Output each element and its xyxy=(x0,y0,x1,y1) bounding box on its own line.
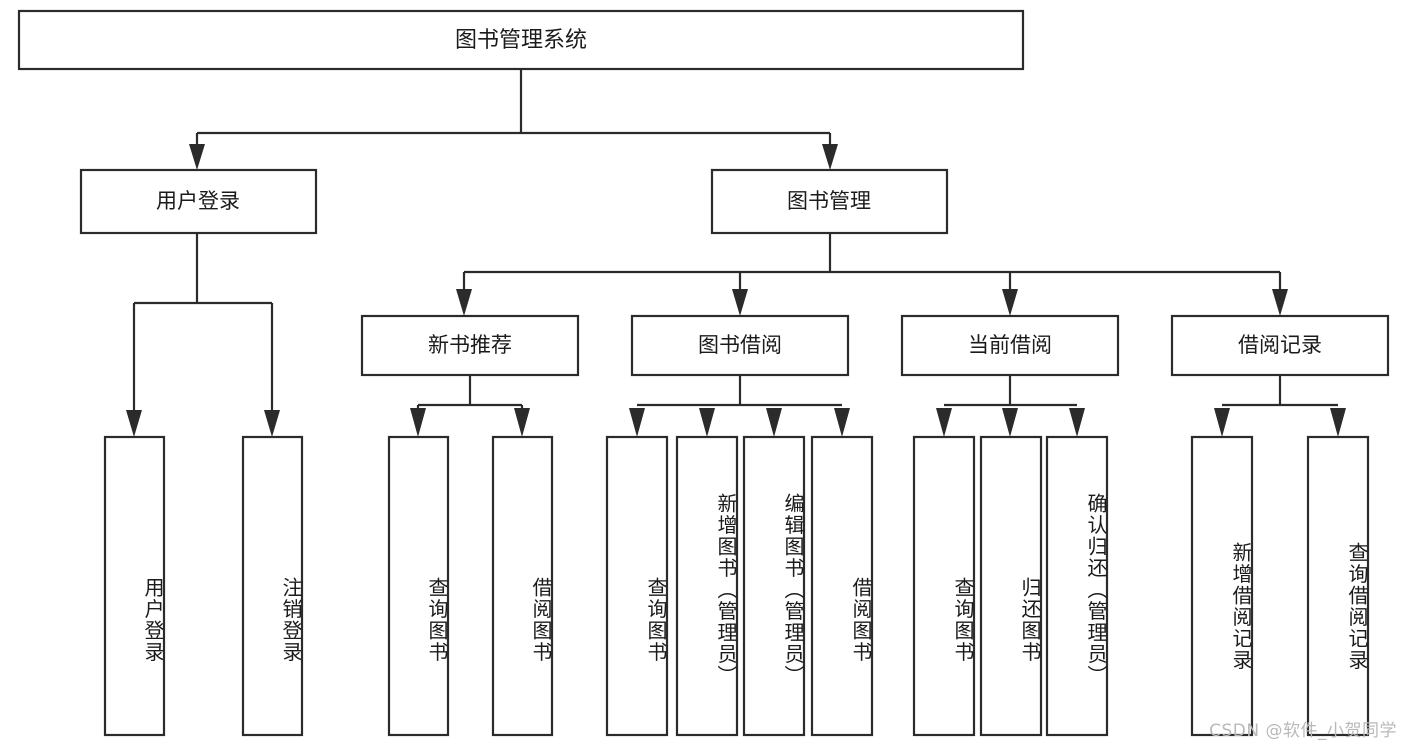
arrow-head-new-book-recommend xyxy=(456,289,472,316)
node-borrow-record[interactable]: 借阅记录 xyxy=(1170,314,1390,377)
arrow-head-leaf-add-record xyxy=(1214,408,1230,437)
node-borrow-record-box xyxy=(1170,314,1390,377)
leaf-box-user-login[interactable] xyxy=(103,435,166,737)
node-new-book-recommend[interactable]: 新书推荐 xyxy=(360,314,580,377)
node-root-box xyxy=(17,9,1025,71)
arrow-head-leaf-add-book xyxy=(699,408,715,437)
arrow-head-leaf-confirm-return xyxy=(1069,408,1085,437)
leaf-boxes-book-borrow xyxy=(605,435,874,737)
connector-group-root-to-level2 xyxy=(189,69,838,170)
node-current-borrow[interactable]: 当前借阅 xyxy=(900,314,1120,377)
leaf-box-borrow-book-1[interactable] xyxy=(491,435,554,737)
leaf-boxes-current-borrow xyxy=(912,435,1109,737)
node-book-borrow[interactable]: 图书借阅 xyxy=(630,314,850,377)
node-book-borrow-box xyxy=(630,314,850,377)
node-new-book-recommend-label: 新书推荐 xyxy=(428,333,512,357)
arrow-head-leaf-query-book-1 xyxy=(410,408,426,437)
leaf-box-query-book-3[interactable] xyxy=(912,435,976,737)
leaf-box-query-book-2[interactable] xyxy=(605,435,669,737)
arrow-head-book-borrow xyxy=(732,289,748,316)
connector-group-user-login-to-leaves xyxy=(126,233,280,437)
connector-group-current-borrow-to-leaves xyxy=(936,375,1085,437)
arrow-head-user-login xyxy=(189,144,205,170)
node-current-borrow-label: 当前借阅 xyxy=(968,333,1052,357)
arrow-head-leaf-logout-login xyxy=(264,410,280,437)
arrow-head-leaf-query-book-3 xyxy=(936,408,952,437)
node-root-label: 图书管理系统 xyxy=(455,28,587,53)
leaf-box-query-book-1[interactable] xyxy=(387,435,450,737)
arrow-head-leaf-borrow-book-2 xyxy=(834,408,850,437)
node-user-login[interactable]: 用户登录 xyxy=(79,168,318,235)
leaf-boxes-user-login xyxy=(103,435,304,737)
node-current-borrow-box xyxy=(900,314,1120,377)
arrow-head-leaf-borrow-book-1 xyxy=(514,408,530,437)
node-book-management[interactable]: 图书管理 xyxy=(710,168,949,235)
arrow-head-current-borrow xyxy=(1002,289,1018,316)
connector-group-borrow-record-to-leaves xyxy=(1214,375,1346,437)
node-user-login-label: 用户登录 xyxy=(156,189,240,213)
leaf-box-add-book[interactable] xyxy=(675,435,739,737)
arrow-head-leaf-query-book-2 xyxy=(629,408,645,437)
leaf-boxes-new-book-recommend xyxy=(387,435,554,737)
node-root[interactable]: 图书管理系统 xyxy=(17,9,1025,71)
arrow-head-borrow-record xyxy=(1272,289,1288,316)
leaf-boxes-borrow-record xyxy=(1190,435,1370,737)
arrow-head-leaf-user-login xyxy=(126,410,142,437)
arrow-head-leaf-edit-book xyxy=(766,408,782,437)
leaf-box-logout-login[interactable] xyxy=(241,435,304,737)
csdn-watermark: CSDN @软件_小贺同学 xyxy=(1209,721,1397,741)
connector-group-new-book-recommend-to-leaves xyxy=(410,375,530,437)
node-borrow-record-label: 借阅记录 xyxy=(1238,333,1322,357)
leaf-box-add-record[interactable] xyxy=(1190,435,1254,737)
leaf-box-return-book[interactable] xyxy=(979,435,1043,737)
node-book-management-label: 图书管理 xyxy=(787,189,871,213)
node-book-borrow-label: 图书借阅 xyxy=(698,333,782,357)
leaf-box-query-record[interactable] xyxy=(1306,435,1370,737)
leaf-box-edit-book[interactable] xyxy=(742,435,806,737)
connector-group-book-management-to-level3 xyxy=(456,233,1288,316)
arrow-head-leaf-query-record xyxy=(1330,408,1346,437)
leaf-box-borrow-book-2[interactable] xyxy=(810,435,874,737)
arrow-head-book-management xyxy=(822,144,838,170)
arrow-head-leaf-return-book xyxy=(1002,408,1018,437)
node-book-management-box xyxy=(710,168,949,235)
leaf-box-confirm-return[interactable] xyxy=(1045,435,1109,737)
node-user-login-box xyxy=(79,168,318,235)
node-new-book-recommend-box xyxy=(360,314,580,377)
connector-group-book-borrow-to-leaves xyxy=(629,375,850,437)
